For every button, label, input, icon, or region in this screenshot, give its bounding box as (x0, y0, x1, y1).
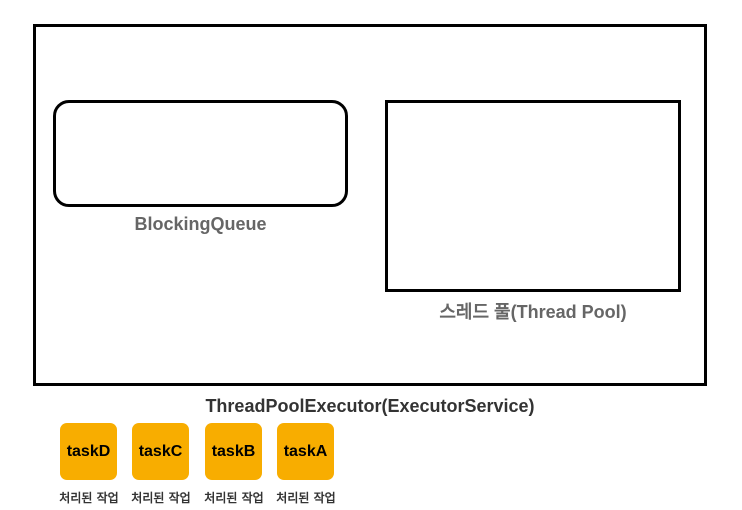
task-b-status: 처리된 작업 (204, 491, 264, 505)
executor-label: ThreadPoolExecutor(ExecutorService) (205, 396, 535, 416)
thread-pool-box (385, 100, 681, 292)
task-a: taskA (277, 423, 334, 480)
thread-pool-label: 스레드 풀(Thread Pool) (439, 302, 627, 322)
task-d: taskD (60, 423, 117, 480)
task-c-status: 처리된 작업 (131, 491, 191, 505)
thread-pool-executor-box (33, 24, 707, 386)
blocking-queue-box (53, 100, 348, 207)
task-d-status: 처리된 작업 (59, 491, 119, 505)
task-b: taskB (205, 423, 262, 480)
task-a-status: 처리된 작업 (276, 491, 336, 505)
task-c: taskC (132, 423, 189, 480)
blocking-queue-label: BlockingQueue (134, 214, 267, 234)
